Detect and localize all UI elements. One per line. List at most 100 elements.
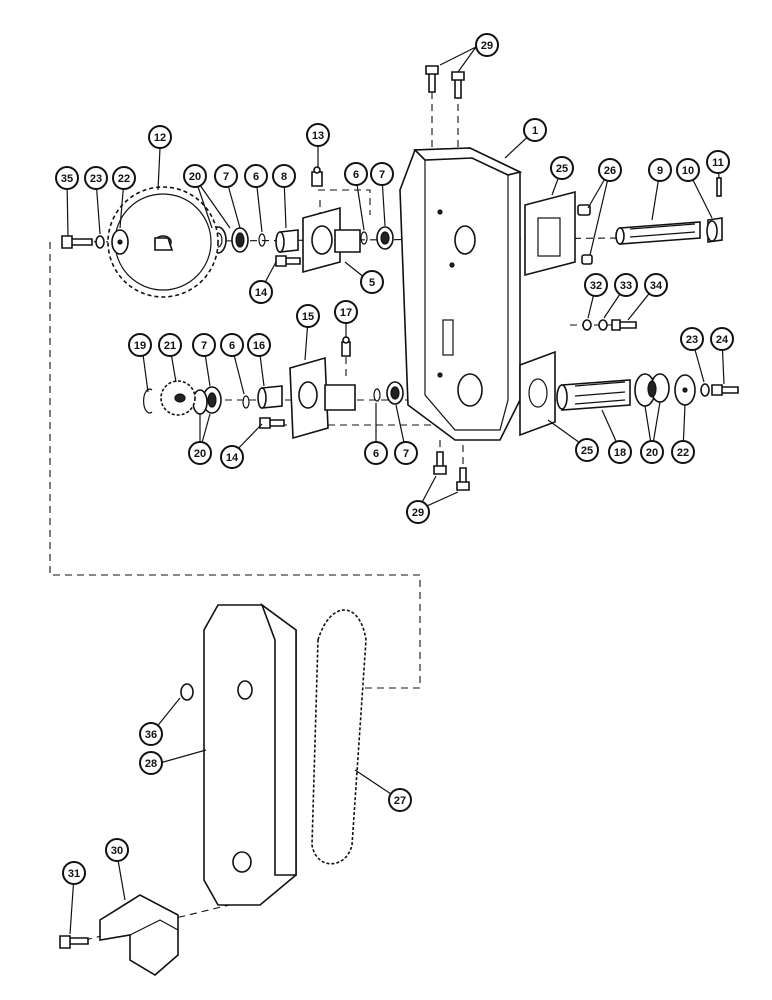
svg-text:7: 7 bbox=[379, 169, 385, 181]
svg-text:29: 29 bbox=[481, 40, 493, 52]
callout-16: 16 bbox=[247, 333, 271, 357]
callout-14-b: 14 bbox=[220, 445, 244, 469]
bolt-29-bottom-a bbox=[433, 451, 447, 475]
splined-shaft-upper bbox=[615, 221, 701, 245]
spacer-tube-lower bbox=[257, 385, 283, 409]
callout-7-a: 7 bbox=[214, 164, 238, 188]
svg-text:18: 18 bbox=[614, 447, 626, 459]
svg-text:6: 6 bbox=[373, 448, 379, 460]
callout-7-c: 7 bbox=[192, 333, 216, 357]
callout-22-b: 22 bbox=[671, 440, 695, 464]
svg-text:7: 7 bbox=[403, 448, 409, 460]
callout-20-a: 20 bbox=[183, 164, 207, 188]
svg-text:11: 11 bbox=[712, 157, 724, 169]
callouts: 1 5 6 6 6 6 7 7 7 7 8 9 10 11 12 13 14 1… bbox=[55, 33, 734, 885]
svg-text:19: 19 bbox=[134, 340, 146, 352]
svg-text:22: 22 bbox=[118, 173, 130, 185]
callout-33: 33 bbox=[614, 273, 638, 297]
splined-shaft-lower bbox=[556, 379, 631, 411]
small-sprocket bbox=[160, 380, 196, 416]
callout-10: 10 bbox=[676, 158, 700, 182]
svg-text:34: 34 bbox=[650, 280, 663, 292]
bolt-34 bbox=[611, 319, 637, 331]
callout-19: 19 bbox=[128, 333, 152, 357]
snap-ring-1 bbox=[258, 233, 266, 247]
gear-housing bbox=[399, 147, 523, 441]
svg-text:23: 23 bbox=[686, 334, 698, 346]
callout-24: 24 bbox=[710, 327, 734, 351]
callout-34: 34 bbox=[644, 273, 668, 297]
washer-right bbox=[674, 374, 696, 406]
nut-upper bbox=[577, 204, 591, 216]
callout-14-a: 14 bbox=[249, 280, 273, 304]
callout-32: 32 bbox=[584, 273, 608, 297]
svg-text:26: 26 bbox=[604, 165, 616, 177]
nut-lower bbox=[581, 254, 593, 265]
grease-fitting-13 bbox=[311, 166, 323, 187]
snap-ring-2 bbox=[360, 231, 368, 245]
bearing-flange-lower bbox=[289, 356, 356, 440]
callout-28: 28 bbox=[139, 751, 163, 775]
callout-30: 30 bbox=[105, 838, 129, 862]
svg-text:14: 14 bbox=[226, 452, 239, 464]
callout-6-d: 6 bbox=[364, 441, 388, 465]
callout-22-a: 22 bbox=[112, 166, 136, 190]
svg-text:14: 14 bbox=[255, 287, 268, 299]
callout-29-b: 29 bbox=[406, 500, 430, 524]
bolt-35 bbox=[61, 235, 93, 249]
svg-text:24: 24 bbox=[716, 334, 729, 346]
svg-text:25: 25 bbox=[556, 163, 568, 175]
callout-27: 27 bbox=[388, 788, 412, 812]
callout-26: 26 bbox=[598, 158, 622, 182]
svg-text:7: 7 bbox=[201, 340, 207, 352]
svg-text:13: 13 bbox=[312, 130, 324, 142]
retaining-ring bbox=[143, 388, 153, 414]
svg-text:25: 25 bbox=[581, 445, 593, 457]
lock-washer-right bbox=[700, 383, 710, 397]
svg-text:32: 32 bbox=[590, 280, 602, 292]
bolt-24 bbox=[711, 384, 739, 396]
plug bbox=[180, 683, 194, 701]
svg-text:15: 15 bbox=[302, 311, 314, 323]
callout-13: 13 bbox=[306, 123, 330, 147]
svg-text:36: 36 bbox=[145, 729, 157, 741]
bearing-flange-upper bbox=[302, 206, 361, 274]
gasket-plate-upper bbox=[524, 190, 576, 277]
callout-20-c: 20 bbox=[640, 440, 664, 464]
svg-text:10: 10 bbox=[682, 165, 694, 177]
nut-33 bbox=[598, 319, 608, 331]
callout-12: 12 bbox=[148, 125, 172, 149]
callout-11: 11 bbox=[706, 150, 730, 174]
svg-text:16: 16 bbox=[253, 340, 265, 352]
svg-text:28: 28 bbox=[145, 758, 157, 770]
bearing-2 bbox=[376, 226, 394, 250]
washer-left bbox=[111, 229, 129, 255]
svg-text:6: 6 bbox=[229, 340, 235, 352]
callout-5: 5 bbox=[360, 270, 384, 294]
svg-text:5: 5 bbox=[369, 277, 375, 289]
callout-6-b: 6 bbox=[344, 162, 368, 186]
svg-text:31: 31 bbox=[68, 868, 80, 880]
callout-6-c: 6 bbox=[220, 333, 244, 357]
svg-text:30: 30 bbox=[111, 845, 123, 857]
bolt-29-bottom-b bbox=[456, 467, 470, 491]
bolt-29-top-a bbox=[425, 65, 439, 93]
callout-9: 9 bbox=[648, 158, 672, 182]
bolt-14-lower bbox=[259, 417, 285, 429]
callout-15: 15 bbox=[296, 304, 320, 328]
callout-1: 1 bbox=[523, 118, 547, 142]
spacer-tube-upper bbox=[275, 229, 299, 253]
drive-chain bbox=[311, 609, 367, 865]
callout-8: 8 bbox=[272, 164, 296, 188]
lock-washer-left bbox=[95, 235, 105, 249]
callout-31: 31 bbox=[62, 861, 86, 885]
svg-text:6: 6 bbox=[353, 169, 359, 181]
snap-ring-3 bbox=[242, 395, 250, 409]
svg-text:12: 12 bbox=[154, 132, 166, 144]
svg-text:20: 20 bbox=[646, 447, 658, 459]
svg-text:29: 29 bbox=[412, 507, 424, 519]
roll-pin bbox=[716, 177, 722, 197]
svg-text:20: 20 bbox=[194, 448, 206, 460]
svg-text:23: 23 bbox=[90, 173, 102, 185]
